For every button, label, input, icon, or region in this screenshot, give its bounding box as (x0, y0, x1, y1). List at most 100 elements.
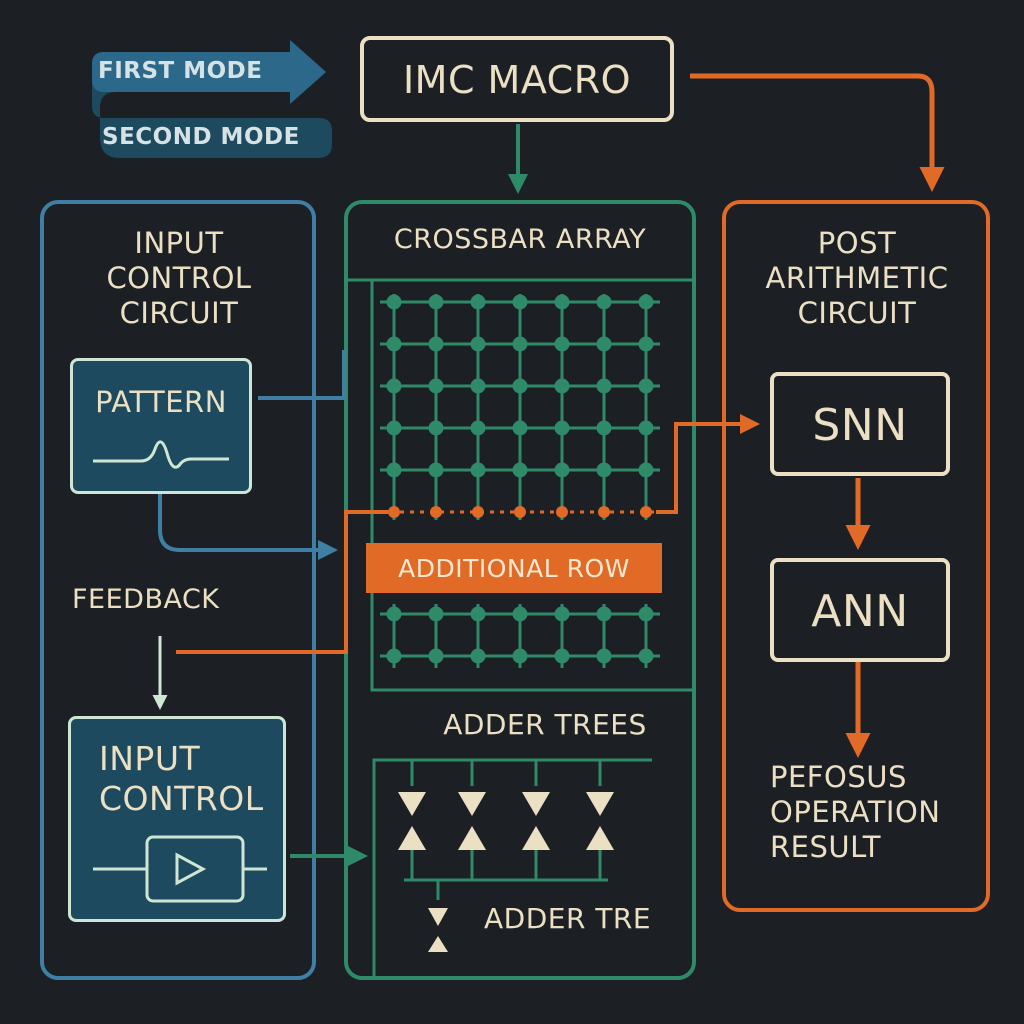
crossbar-node (512, 648, 528, 664)
adder-tre-label: ADDER TRE (484, 902, 652, 935)
crossbar-node (638, 420, 654, 436)
input-control-circuit-title-line-1: INPUT (134, 226, 224, 260)
waveform-icon (93, 440, 229, 469)
crossbar-node (470, 336, 486, 352)
imc-macro-title: IMC MACRO (402, 58, 632, 102)
crossbar-grid-frame (370, 280, 694, 692)
adder-triangle-up (458, 826, 486, 850)
mode-selector-graphic (92, 40, 332, 158)
imc-macro-box: IMC MACRO (360, 36, 674, 122)
crossbar-node (472, 506, 484, 518)
adder-triangle-down (522, 792, 550, 816)
crossbar-node (388, 506, 400, 518)
crossbar-node (470, 462, 486, 478)
crossbar-node (640, 506, 652, 518)
pattern-to-additional-row-arrow (158, 494, 338, 560)
result-line-1: PEFOSUS (770, 760, 907, 794)
crossbar-node (470, 648, 486, 664)
crossbar-node (596, 420, 612, 436)
adder-triangle-up (586, 826, 614, 850)
adder-trees-title: ADDER TREES (443, 708, 647, 741)
adder-triangle-down (398, 792, 426, 816)
pattern-label: PATTERN (95, 385, 227, 419)
crossbar-node (470, 378, 486, 394)
crossbar-node (470, 294, 486, 310)
crossbar-node (512, 462, 528, 478)
post-arithmetic-title-line-1: POST (817, 226, 897, 260)
crossbar-node (638, 378, 654, 394)
input-control-circuit-title-line-2: CONTROL (106, 260, 252, 295)
crossbar-node (428, 378, 444, 394)
ann-box[interactable]: ANN (770, 558, 950, 662)
crossbar-node (428, 606, 444, 622)
crossbar-node (554, 378, 570, 394)
crossbar-node (638, 294, 654, 310)
crossbar-node (386, 378, 402, 394)
crossbar-node (428, 336, 444, 352)
crossbar-node (596, 648, 612, 664)
crossbar-node (512, 420, 528, 436)
operation-result-text: PEFOSUS OPERATION RESULT (770, 760, 970, 864)
crossbar-node (554, 606, 570, 622)
crossbar-node (554, 294, 570, 310)
crossbar-node (512, 606, 528, 622)
snn-box[interactable]: SNN (770, 372, 950, 476)
crossbar-node (428, 294, 444, 310)
pattern-box[interactable]: PATTERN (70, 358, 252, 494)
first-mode-label[interactable]: FIRST MODE (98, 58, 263, 84)
crossbar-node (386, 420, 402, 436)
adder-frame (372, 758, 652, 976)
crossbar-node (556, 506, 568, 518)
adder-final-triangle-up (428, 936, 448, 952)
crossbar-node (512, 378, 528, 394)
crossbar-node (554, 420, 570, 436)
crossbar-node (428, 420, 444, 436)
crossbar-node (596, 378, 612, 394)
crossbar-node (596, 294, 612, 310)
snn-label: SNN (812, 400, 908, 451)
crossbar-grid (380, 294, 660, 668)
input-control-box[interactable]: INPUT CONTROL (68, 716, 286, 922)
additional-row-label: ADDITIONAL ROW (398, 554, 630, 583)
input-control-title-line-1: INPUT (99, 739, 201, 778)
crossbar-node (470, 606, 486, 622)
crossbar-node (512, 336, 528, 352)
adder-final-triangle-down (428, 908, 448, 926)
adder-triangle-up (398, 826, 426, 850)
crossbar-title: CROSSBAR ARRAY (393, 224, 647, 255)
result-line-3: RESULT (770, 829, 881, 864)
crossbar-node (638, 606, 654, 622)
feedback-label: FEEDBACK (72, 584, 220, 615)
adder-triangle-down (458, 792, 486, 816)
input-control-circuit-title: INPUT CONTROL CIRCUIT (56, 226, 302, 330)
macro-to-post-arrow (690, 73, 945, 192)
crossbar-node (428, 648, 444, 664)
ann-label: ANN (811, 586, 909, 637)
input-control-title-line-2: CONTROL (99, 778, 264, 818)
additional-row-band[interactable]: ADDITIONAL ROW (366, 543, 662, 593)
post-arithmetic-title: POST ARITHMETIC CIRCUIT (732, 226, 982, 330)
crossbar-node (386, 294, 402, 310)
first-mode-arrow (92, 40, 326, 104)
crossbar-node (638, 648, 654, 664)
crossbar-node (512, 294, 528, 310)
crossbar-node (596, 606, 612, 622)
crossbar-node (554, 648, 570, 664)
crossbar-node (596, 462, 612, 478)
crossbar-node (428, 462, 444, 478)
second-mode-label[interactable]: SECOND MODE (102, 124, 300, 150)
crossbar-node (386, 462, 402, 478)
adder-triangle-down (586, 792, 614, 816)
crossbar-node (514, 506, 526, 518)
additional-row-to-snn-arrow (656, 414, 760, 514)
post-arithmetic-box (722, 200, 990, 912)
post-arithmetic-title-line-3: CIRCUIT (797, 295, 917, 330)
adder-tree-graphic (398, 760, 614, 952)
crossbar-node (386, 648, 402, 664)
input-control-title: INPUT CONTROL (99, 739, 264, 818)
crossbar-node (638, 336, 654, 352)
crossbar-node (554, 336, 570, 352)
crossbar-node (386, 336, 402, 352)
crossbar-node (596, 336, 612, 352)
